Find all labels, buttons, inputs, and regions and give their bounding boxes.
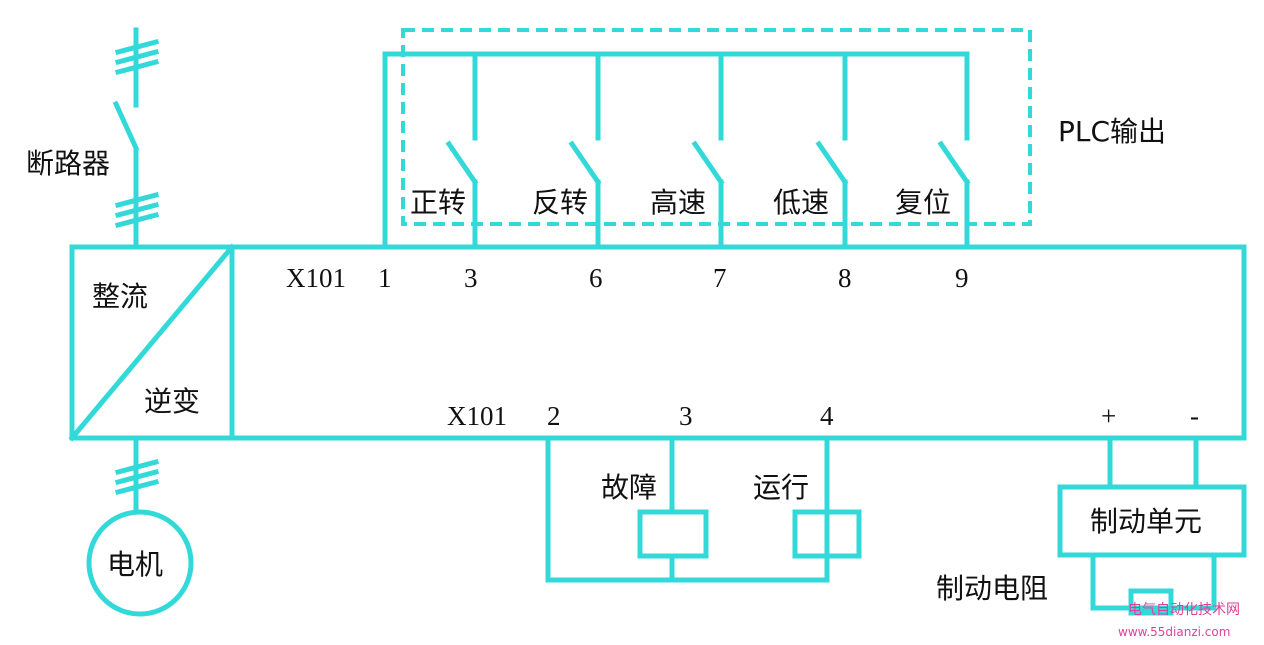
run-relay-coil xyxy=(792,509,862,559)
plc-output-boundary xyxy=(401,28,1032,226)
plc-relay-contacts xyxy=(382,51,971,250)
top-pin-1: 1 xyxy=(378,263,392,293)
switch-label-reverse: 反转 xyxy=(532,186,588,219)
output-relay-loop xyxy=(545,435,862,583)
bottom-terminal-name: X101 xyxy=(447,401,507,431)
breaker-label: 断路器 xyxy=(26,147,110,180)
switch-label-reset: 复位 xyxy=(895,186,951,219)
brake-resistor-box xyxy=(1128,588,1174,616)
braking-circuit xyxy=(1057,435,1247,616)
bottom-pin-3: 3 xyxy=(679,401,693,431)
top-pin-8: 8 xyxy=(838,263,852,293)
plc-output-label: PLC输出 xyxy=(1058,115,1166,148)
top-pin-6: 6 xyxy=(589,263,603,293)
watermark-title: 电气自动化技术网 xyxy=(1128,602,1240,618)
motor-circle xyxy=(86,509,194,617)
top-pin-9: 9 xyxy=(955,263,969,293)
rectifier-label: 整流 xyxy=(92,280,148,313)
top-pin-7: 7 xyxy=(713,263,727,293)
dc-minus-terminal: - xyxy=(1190,401,1199,431)
switch-label-high-speed: 高速 xyxy=(650,186,706,219)
dc-plus-terminal: + xyxy=(1101,401,1116,431)
motor-label: 电机 xyxy=(107,548,163,581)
fault-label: 故障 xyxy=(601,471,657,504)
switch-label-forward: 正转 xyxy=(410,186,466,219)
fault-relay-coil xyxy=(637,509,709,559)
bottom-pin-2: 2 xyxy=(547,401,561,431)
drive-box xyxy=(69,244,1247,441)
breaker-line xyxy=(112,27,160,250)
switch-label-low-speed: 低速 xyxy=(773,186,829,219)
brake-unit-label: 制动单元 xyxy=(1090,505,1202,538)
rectifier-inverter-diagonal xyxy=(68,243,236,442)
brake-unit-box xyxy=(1057,484,1247,558)
bottom-pin-4: 4 xyxy=(820,401,834,431)
inverter-label: 逆变 xyxy=(144,385,200,418)
motor-line xyxy=(86,435,194,617)
watermark-url: www.55dianzi.com xyxy=(1118,625,1230,639)
brake-resistor-label: 制动电阻 xyxy=(936,572,1048,605)
top-terminal-name: X101 xyxy=(286,263,346,293)
top-pin-3: 3 xyxy=(464,263,478,293)
running-label: 运行 xyxy=(753,471,809,504)
